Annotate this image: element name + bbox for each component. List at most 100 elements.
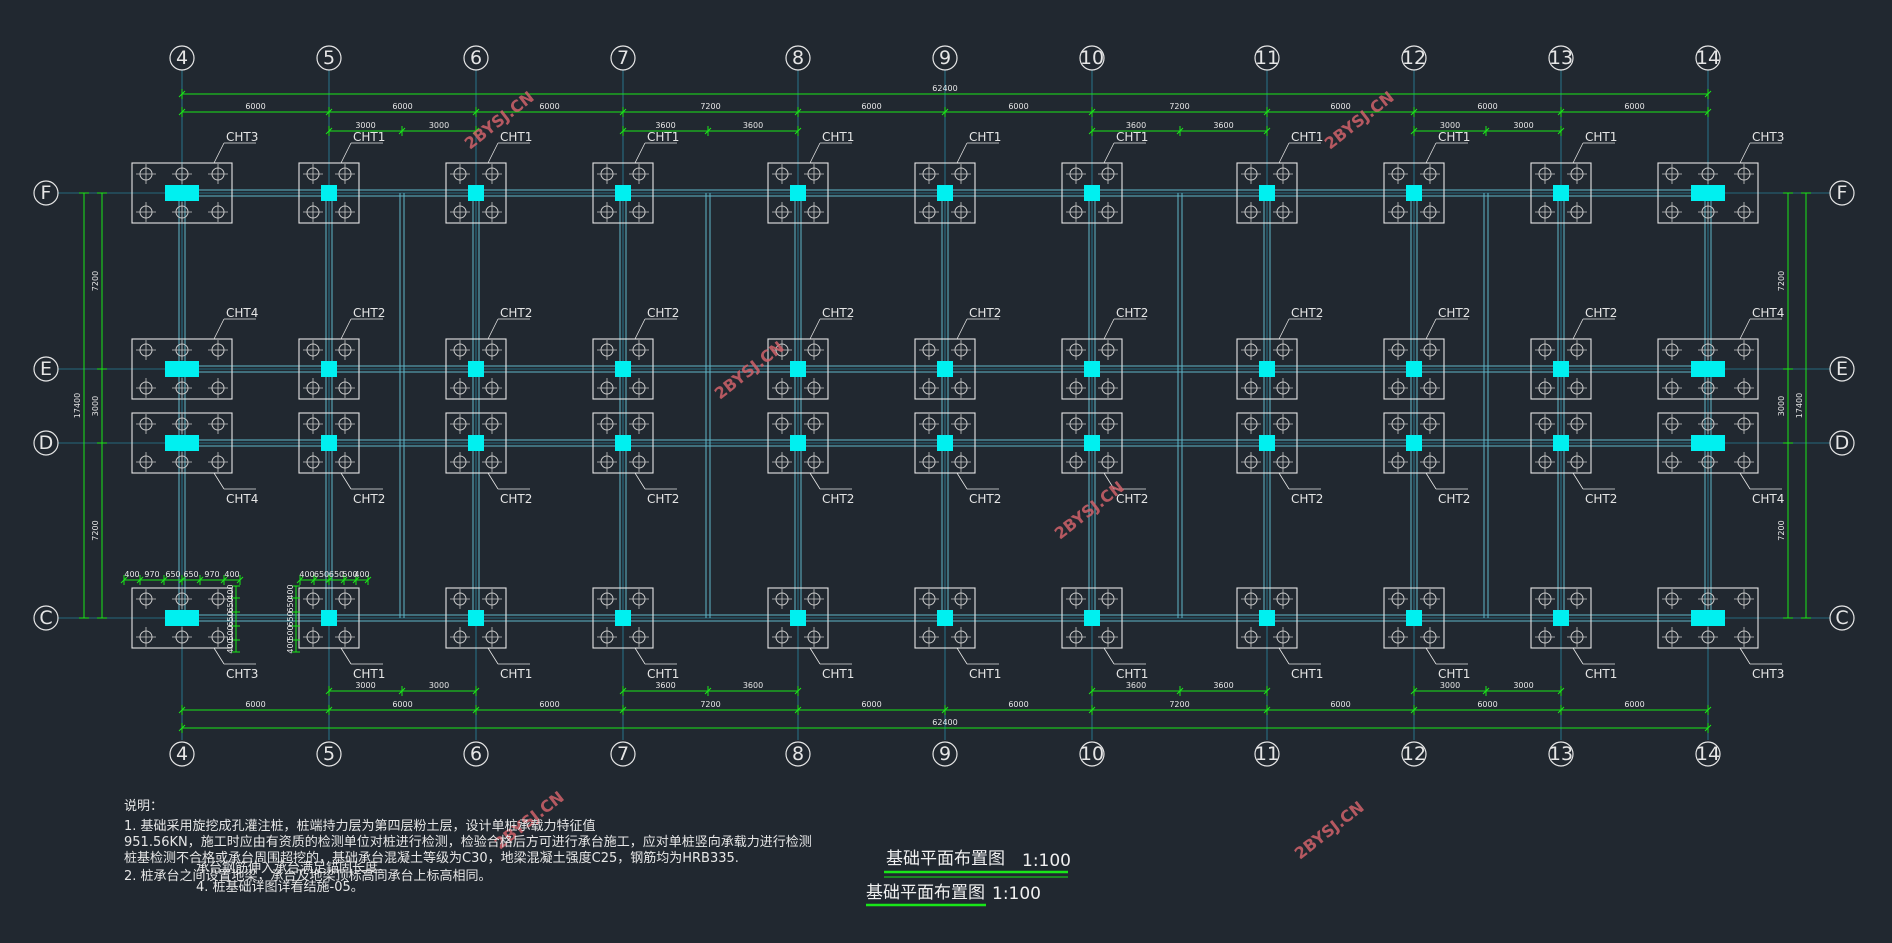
- pile-symbol: [951, 414, 971, 434]
- dim-half-top-label: 3000: [1513, 121, 1533, 130]
- pile-symbol: [1388, 340, 1408, 360]
- pile-cap-label: CHT4: [1752, 306, 1784, 320]
- pile-symbol: [629, 589, 649, 609]
- pile-symbol: [597, 589, 617, 609]
- pile-symbol: [303, 414, 323, 434]
- pile-symbol: [335, 164, 355, 184]
- pile-symbol: [919, 589, 939, 609]
- dim-span-top-slash: [1557, 108, 1565, 116]
- dim-half-top-slash: [1557, 127, 1565, 135]
- column: [937, 361, 953, 377]
- pile-symbol: [1241, 202, 1261, 222]
- pile-symbol: [1662, 378, 1682, 398]
- detail-dim-h2-label: 400: [299, 570, 314, 579]
- dim-half-top-slash: [794, 127, 802, 135]
- pile-cap-F-9: CHT1: [914, 130, 1001, 224]
- column: [1691, 610, 1725, 626]
- pile-cap-D-11: CHT2: [1236, 412, 1323, 506]
- detail-dim-h-label: 400: [224, 570, 239, 579]
- pile-cap-F-8: CHT1: [767, 130, 854, 224]
- column: [1259, 185, 1275, 201]
- pile-symbol: [136, 202, 156, 222]
- pile-cap-C-14: CHT3: [1657, 587, 1784, 681]
- pile-cap-E-13: CHT2: [1530, 306, 1617, 400]
- dim-half-top-slash: [472, 127, 480, 135]
- pile-symbol: [335, 340, 355, 360]
- detail-dim-h2-label: 500: [342, 570, 357, 579]
- pile-symbol: [1662, 452, 1682, 472]
- axis-number: 4: [176, 743, 188, 765]
- pile-symbol: [1535, 340, 1555, 360]
- dim-span-top-label: 6000: [1008, 102, 1028, 111]
- dim-span-bottom-slash: [1557, 706, 1565, 714]
- axis-bubble-6: 6: [463, 741, 489, 767]
- pile-symbol: [303, 378, 323, 398]
- column: [321, 435, 337, 451]
- dim-half-bottom-slash: [472, 687, 480, 695]
- pile-cap-F-6: CHT1: [445, 130, 532, 224]
- pile-cap-D-7: CHT2: [592, 412, 679, 506]
- dim-span-bottom-slash: [1704, 706, 1712, 714]
- pile-cap-E-9: CHT2: [914, 306, 1001, 400]
- axis-bubble-11: 11: [1254, 741, 1280, 767]
- pile-symbol: [1273, 589, 1293, 609]
- detail-dim-h-slash: [196, 576, 204, 584]
- pile-symbol: [1066, 414, 1086, 434]
- dim-span-top-label: 6000: [539, 102, 559, 111]
- pile-symbol: [919, 164, 939, 184]
- pile-symbol: [335, 452, 355, 472]
- column: [937, 435, 953, 451]
- pile-symbol: [772, 414, 792, 434]
- pile-cap-label: CHT4: [226, 306, 258, 320]
- pile-cap-F-13: CHT1: [1530, 130, 1617, 224]
- axis-bubble-14: 14: [1695, 741, 1721, 767]
- pile-symbol: [1388, 627, 1408, 647]
- pile-symbol: [335, 589, 355, 609]
- pile-symbol: [1420, 340, 1440, 360]
- pile-symbol: [951, 340, 971, 360]
- title-scale: 1:100: [1022, 851, 1071, 871]
- column: [1259, 361, 1275, 377]
- column: [1259, 435, 1275, 451]
- column: [790, 610, 806, 626]
- pile-cap-C-4: CHT3: [131, 587, 258, 681]
- pile-symbol: [804, 202, 824, 222]
- pile-symbol: [951, 164, 971, 184]
- pile-symbol: [1273, 340, 1293, 360]
- dim-half-top-label: 3600: [655, 121, 675, 130]
- pile-cap-label: CHT3: [1752, 667, 1784, 681]
- pile-symbol: [804, 340, 824, 360]
- axis-bubble-10: 10: [1079, 45, 1105, 71]
- pile-cap-label: CHT3: [226, 130, 258, 144]
- detail-dim-h2-slash: [364, 576, 372, 584]
- pile-cap-C-9: CHT1: [914, 587, 1001, 681]
- column: [1691, 361, 1725, 377]
- pile-cap-D-13: CHT2: [1530, 412, 1617, 506]
- dim-span-top-label: 6000: [861, 102, 881, 111]
- dim-span-bottom-label: 6000: [1008, 700, 1028, 709]
- pile-cap-E-4: CHT4: [131, 306, 258, 400]
- column: [1553, 435, 1569, 451]
- pile-symbol: [1388, 589, 1408, 609]
- pile-symbol: [1734, 378, 1754, 398]
- column: [1553, 610, 1569, 626]
- column: [321, 361, 337, 377]
- pile-symbol: [951, 627, 971, 647]
- detail-dim-v-label: 400: [286, 584, 295, 599]
- dim-span-top-slash: [1263, 108, 1271, 116]
- axis-letter: F: [41, 182, 52, 204]
- pile-symbol: [1098, 414, 1118, 434]
- pile-symbol: [1535, 164, 1555, 184]
- detail-dim-v-label: 650: [226, 597, 235, 612]
- notes-line-6: 4. 桩基础详图详看结施-05。: [196, 879, 364, 895]
- dim-total-bottom-slash: [178, 724, 186, 732]
- axis-number: 7: [617, 743, 629, 765]
- pile-symbol: [1066, 452, 1086, 472]
- dim-span-bottom-slash: [178, 706, 186, 714]
- pile-symbol: [919, 452, 939, 472]
- dim-half-bottom-slash: [704, 687, 712, 695]
- pile-cap-F-5: CHT1: [298, 130, 385, 224]
- axis-bubble-E: E: [1829, 356, 1855, 382]
- pile-symbol: [303, 164, 323, 184]
- pile-symbol: [208, 414, 228, 434]
